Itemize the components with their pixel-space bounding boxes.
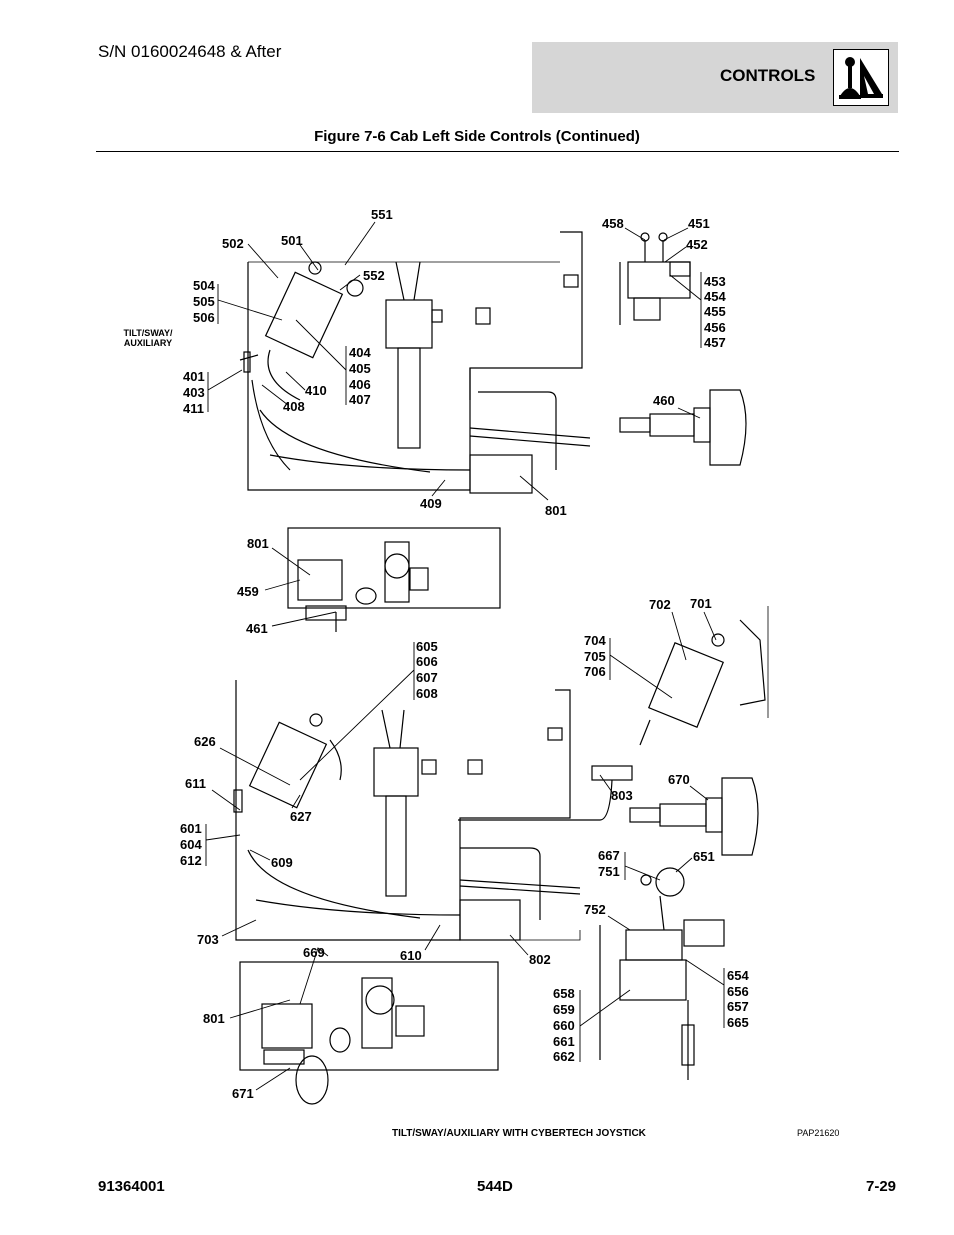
callout-702: 702 (649, 597, 671, 612)
callout-406: 406 (349, 377, 371, 392)
side-label-line2: AUXILIARY (124, 338, 172, 348)
detail-joystick-651 (599, 867, 725, 1080)
callout-404: 404 (349, 345, 371, 360)
callout-751: 751 (598, 864, 620, 879)
callout-506: 506 (193, 310, 215, 325)
diagram-caption: TILT/SWAY/AUXILIARY WITH CYBERTECH JOYST… (392, 1128, 646, 1139)
callout-657: 657 (727, 999, 749, 1014)
callout-601: 601 (180, 821, 202, 836)
callout-504: 504 (193, 278, 215, 293)
callout-452: 452 (686, 237, 708, 252)
callout-656: 656 (727, 984, 749, 999)
callout-505: 505 (193, 294, 215, 309)
callout-552: 552 (363, 268, 385, 283)
panel-view-bottom (239, 961, 499, 1105)
callout-606: 606 (416, 654, 438, 669)
callout-704: 704 (584, 633, 606, 648)
callout-459: 459 (237, 584, 259, 599)
callout-802: 802 (529, 952, 551, 967)
callout-705: 705 (584, 649, 606, 664)
callout-605: 605 (416, 639, 438, 654)
callout-451: 451 (688, 216, 710, 231)
callout-661: 661 (553, 1034, 575, 1049)
callout-453: 453 (704, 274, 726, 289)
callout-701: 701 (690, 596, 712, 611)
joystick-lever-icon (833, 49, 889, 106)
callout-626: 626 (194, 734, 216, 749)
callout-667: 667 (598, 848, 620, 863)
callout-627: 627 (290, 809, 312, 824)
callout-609: 609 (271, 855, 293, 870)
footer-model: 544D (477, 1178, 513, 1195)
drawing-code: PAP21620 (797, 1128, 840, 1138)
callout-670: 670 (668, 772, 690, 787)
callout-611: 611 (185, 776, 206, 791)
callout-551: 551 (371, 207, 393, 222)
callout-612: 612 (180, 853, 202, 868)
callout-658: 658 (553, 986, 575, 1001)
callout-411: 411 (183, 401, 204, 416)
callout-665: 665 (727, 1015, 749, 1030)
callout-408: 408 (283, 399, 305, 414)
side-label-line1: TILT/SWAY/ (123, 328, 173, 338)
callout-501: 501 (281, 233, 303, 248)
callout-752: 752 (584, 902, 606, 917)
callout-651: 651 (693, 849, 715, 864)
callout-669: 669 (303, 945, 325, 960)
callout-706: 706 (584, 664, 606, 679)
callout-460: 460 (653, 393, 675, 408)
callout-801-top: 801 (545, 503, 567, 518)
detail-shaft-460 (619, 389, 747, 466)
detail-lever-458 (619, 232, 691, 325)
callout-454: 454 (704, 289, 726, 304)
detail-joystick-702 (639, 606, 769, 746)
callout-410: 410 (305, 383, 327, 398)
callout-409: 409 (420, 496, 442, 511)
callout-801-bottom: 801 (203, 1011, 225, 1026)
footer-page-number: 7-29 (866, 1178, 897, 1195)
callout-labels: 551 501 502 552 504 505 506 401 403 411 … (180, 207, 749, 1101)
callout-461: 461 (246, 621, 268, 636)
serial-number: S/N 0160024648 & After (98, 42, 282, 61)
callout-401: 401 (183, 369, 205, 384)
header-divider (96, 151, 899, 152)
lower-cab-view (233, 680, 613, 941)
callout-502: 502 (222, 236, 244, 251)
callout-654: 654 (727, 968, 749, 983)
top-cab-view (239, 231, 591, 494)
callout-608: 608 (416, 686, 438, 701)
callout-455: 455 (704, 304, 726, 319)
footer-doc-number: 91364001 (98, 1178, 165, 1195)
panel-view-801 (287, 527, 501, 632)
callout-660: 660 (553, 1018, 575, 1033)
callout-457: 457 (704, 335, 726, 350)
section-title: CONTROLS (720, 66, 816, 85)
callout-610: 610 (400, 948, 422, 963)
callout-456: 456 (704, 320, 726, 335)
callout-703: 703 (197, 932, 219, 947)
detail-shaft-670 (591, 765, 759, 856)
callout-407: 407 (349, 392, 371, 407)
callout-659: 659 (553, 1002, 575, 1017)
callout-801-mid: 801 (247, 536, 269, 551)
callout-607: 607 (416, 670, 438, 685)
figure-title: Figure 7-6 Cab Left Side Controls (Conti… (314, 128, 640, 145)
callout-604: 604 (180, 837, 202, 852)
callout-403: 403 (183, 385, 205, 400)
callout-803: 803 (611, 788, 633, 803)
callout-458: 458 (602, 216, 624, 231)
callout-662: 662 (553, 1049, 575, 1064)
callout-671: 671 (232, 1086, 254, 1101)
callout-405: 405 (349, 361, 371, 376)
